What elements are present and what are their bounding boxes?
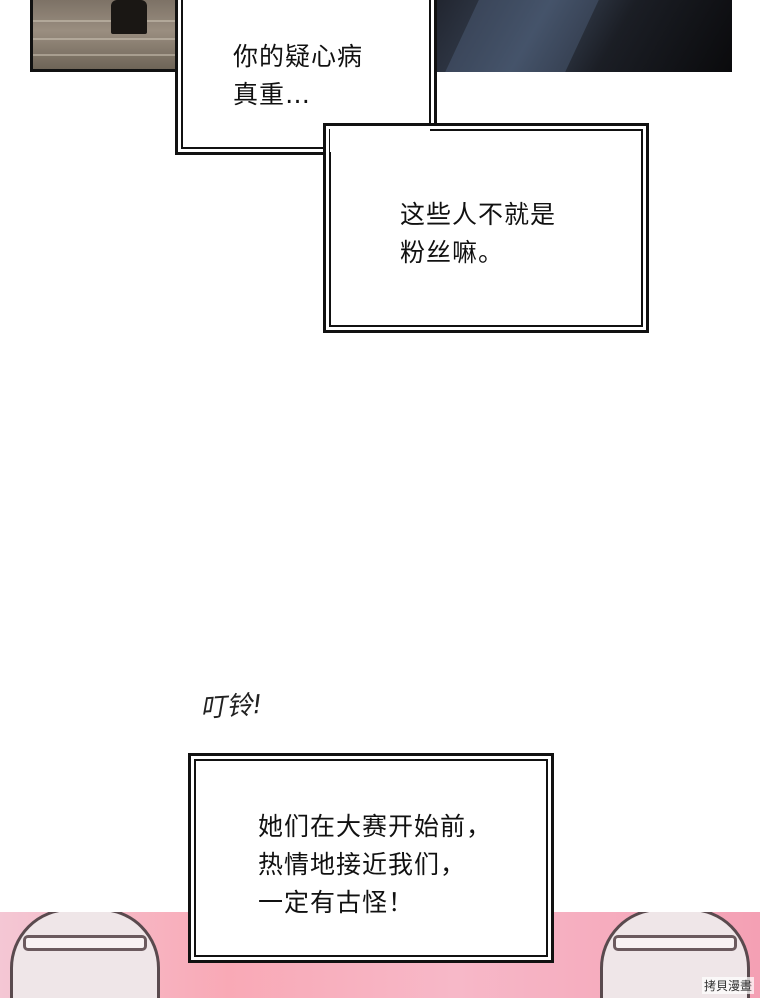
glove-left-illustration (10, 912, 160, 998)
water-ripple (33, 20, 180, 22)
panel-shading (445, 0, 599, 72)
speech-box-1 (175, 0, 437, 155)
top-right-dark-panel (432, 0, 732, 72)
water-ripple (33, 38, 180, 40)
water-ripple (33, 54, 180, 56)
narration-box-text: 她们在大赛开始前， 热情地接近我们， 一定有古怪！ (258, 812, 493, 917)
figure-silhouette (111, 0, 147, 34)
speech-box-2-text: 这些人不就是 粉丝嘛。 (400, 200, 557, 267)
speech-box-1-text: 你的疑心病 真重… (233, 42, 364, 109)
top-left-photo-panel (30, 0, 180, 72)
glove-cuff (613, 935, 737, 951)
box-seam (330, 126, 430, 152)
narration-box (188, 753, 554, 963)
speech-box-2 (323, 123, 649, 333)
sound-effect-text: 叮铃! (199, 689, 264, 725)
watermark: 拷貝漫畫 (701, 977, 754, 994)
glove-cuff (23, 935, 147, 951)
